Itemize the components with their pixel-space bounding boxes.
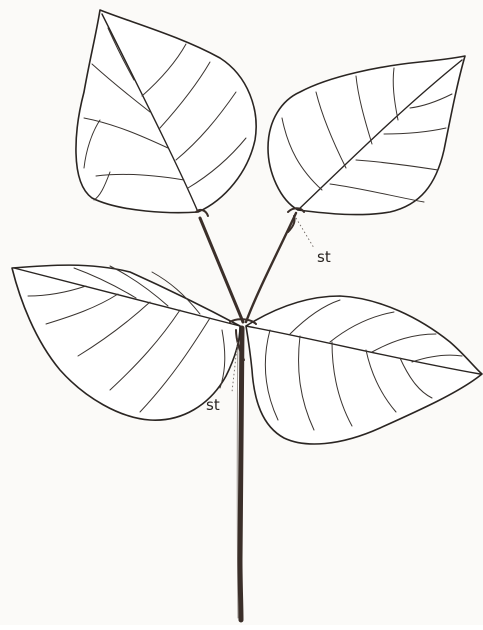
stipule-label-upper: st bbox=[317, 248, 331, 266]
leader-upper bbox=[296, 218, 314, 248]
petiole-upper-left bbox=[200, 218, 243, 322]
leaflet-upper-left bbox=[76, 10, 256, 213]
leaflet-upper-right bbox=[268, 56, 465, 215]
stipule-label-lower: st bbox=[206, 396, 220, 414]
stipule-upper bbox=[288, 208, 304, 232]
main-stem bbox=[240, 328, 242, 620]
leaflet-lower-right bbox=[246, 296, 482, 444]
